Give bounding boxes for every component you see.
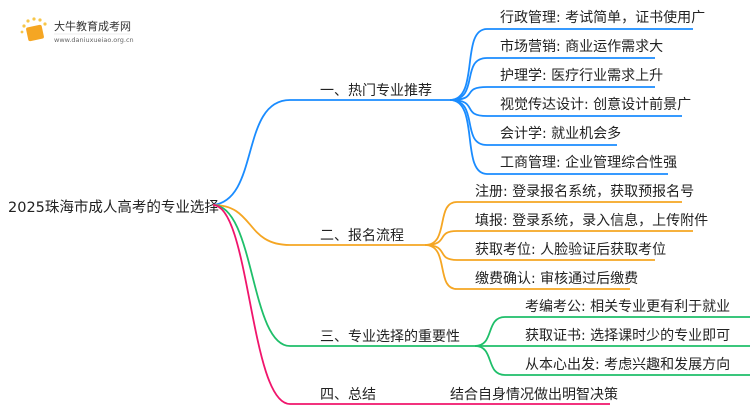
logo-title: 大牛教育成考网 — [54, 19, 131, 33]
leaf-node[interactable]: 获取考位: 人脸验证后获取考位 — [475, 242, 666, 258]
leaf-node[interactable]: 会计学: 就业机会多 — [500, 125, 621, 142]
branch-label[interactable]: 二、报名流程 — [320, 228, 404, 244]
logo-url: www.daniuxueiao.org.cn — [54, 36, 134, 44]
leaf-node[interactable]: 考编考公: 相关专业更有利于就业 — [525, 299, 730, 315]
branch-label[interactable]: 三、专业选择的重要性 — [320, 329, 460, 345]
branch-label[interactable]: 一、热门专业推荐 — [320, 83, 432, 99]
branch-summary — [212, 204, 610, 405]
leaf-node[interactable]: 填报: 登录系统，录入信息，上传附件 — [475, 212, 708, 229]
branch-importance — [212, 204, 750, 376]
root-node[interactable]: 2025珠海市成人高考的专业选择 — [8, 199, 219, 216]
leaf-node[interactable]: 视觉传达设计: 创意设计前景广 — [500, 96, 691, 113]
leaf-node[interactable]: 护理学: 医疗行业需求上升 — [500, 68, 663, 84]
leaf-node[interactable]: 工商管理: 企业管理综合性强 — [500, 154, 677, 171]
leaf-node[interactable]: 行政管理: 考试简单，证书使用广 — [500, 9, 705, 26]
leaf-node[interactable]: 缴费确认: 审核通过后缴费 — [475, 271, 638, 287]
leaf-node[interactable]: 结合自身情况做出明智决策 — [450, 386, 618, 403]
branch-hot-majors — [212, 28, 693, 206]
leaf-node[interactable]: 获取证书: 选择课时少的专业即可 — [525, 328, 730, 344]
branch-label[interactable]: 四、总结 — [320, 387, 376, 403]
leaf-node[interactable]: 从本心出发: 考虑兴趣和发展方向 — [525, 357, 730, 373]
leaf-node[interactable]: 注册: 登录报名系统，获取预报名号 — [475, 184, 694, 200]
leaf-nodes: 行政管理: 考试简单，证书使用广 市场营销: 商业运作需求大 护理学: 医疗行业… — [450, 9, 730, 403]
branch-registration — [212, 201, 693, 290]
leaf-node[interactable]: 市场营销: 商业运作需求大 — [500, 38, 663, 55]
branch-labels: 一、热门专业推荐 二、报名流程 三、专业选择的重要性 四、总结 — [320, 83, 460, 403]
logo: 大牛教育成考网 www.daniuxueiao.org.cn — [20, 17, 134, 44]
